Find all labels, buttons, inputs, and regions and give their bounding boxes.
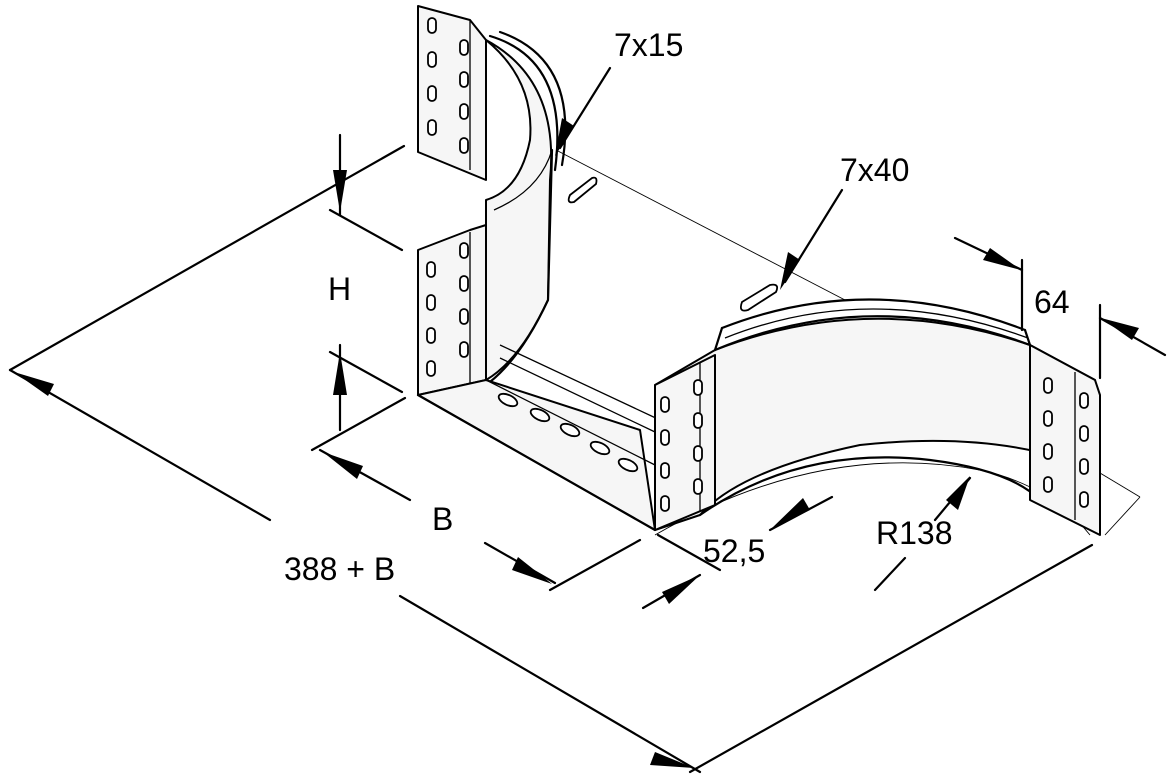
floor-slot-upper <box>567 176 598 204</box>
dimension-h <box>328 133 404 432</box>
flange-slots-front <box>660 379 703 512</box>
left-lower-flange-plate <box>417 224 487 396</box>
flange-slots-upper <box>427 17 469 154</box>
dimension-radius <box>873 476 972 592</box>
dimension-b <box>310 396 642 592</box>
label-height: H <box>328 271 351 307</box>
leader-7x15 <box>555 66 612 156</box>
long-slot-7x40 <box>739 283 779 312</box>
dimension-total-width <box>8 144 1094 774</box>
back-flange-plate <box>1029 344 1101 536</box>
label-flange-width: 64 <box>1034 284 1070 320</box>
flange-slots-back <box>1043 377 1089 508</box>
label-width: B <box>432 501 453 537</box>
curved-side-wall-upper <box>484 30 567 387</box>
floor-slots <box>497 392 639 473</box>
tray-channel <box>416 344 661 532</box>
label-offset: 52,5 <box>703 533 765 569</box>
dimension-offset <box>641 495 834 610</box>
flange-slots-left <box>426 242 469 377</box>
upper-flange-plate <box>417 5 487 181</box>
dimension-flange-width <box>953 236 1167 380</box>
label-slot-7x40: 7x40 <box>840 152 909 188</box>
leader-7x40 <box>780 188 844 290</box>
front-flange-plate <box>654 354 716 531</box>
label-radius: R138 <box>876 515 953 551</box>
label-total-width: 388 + B <box>284 551 395 587</box>
label-slot-7x15: 7x15 <box>614 27 683 63</box>
